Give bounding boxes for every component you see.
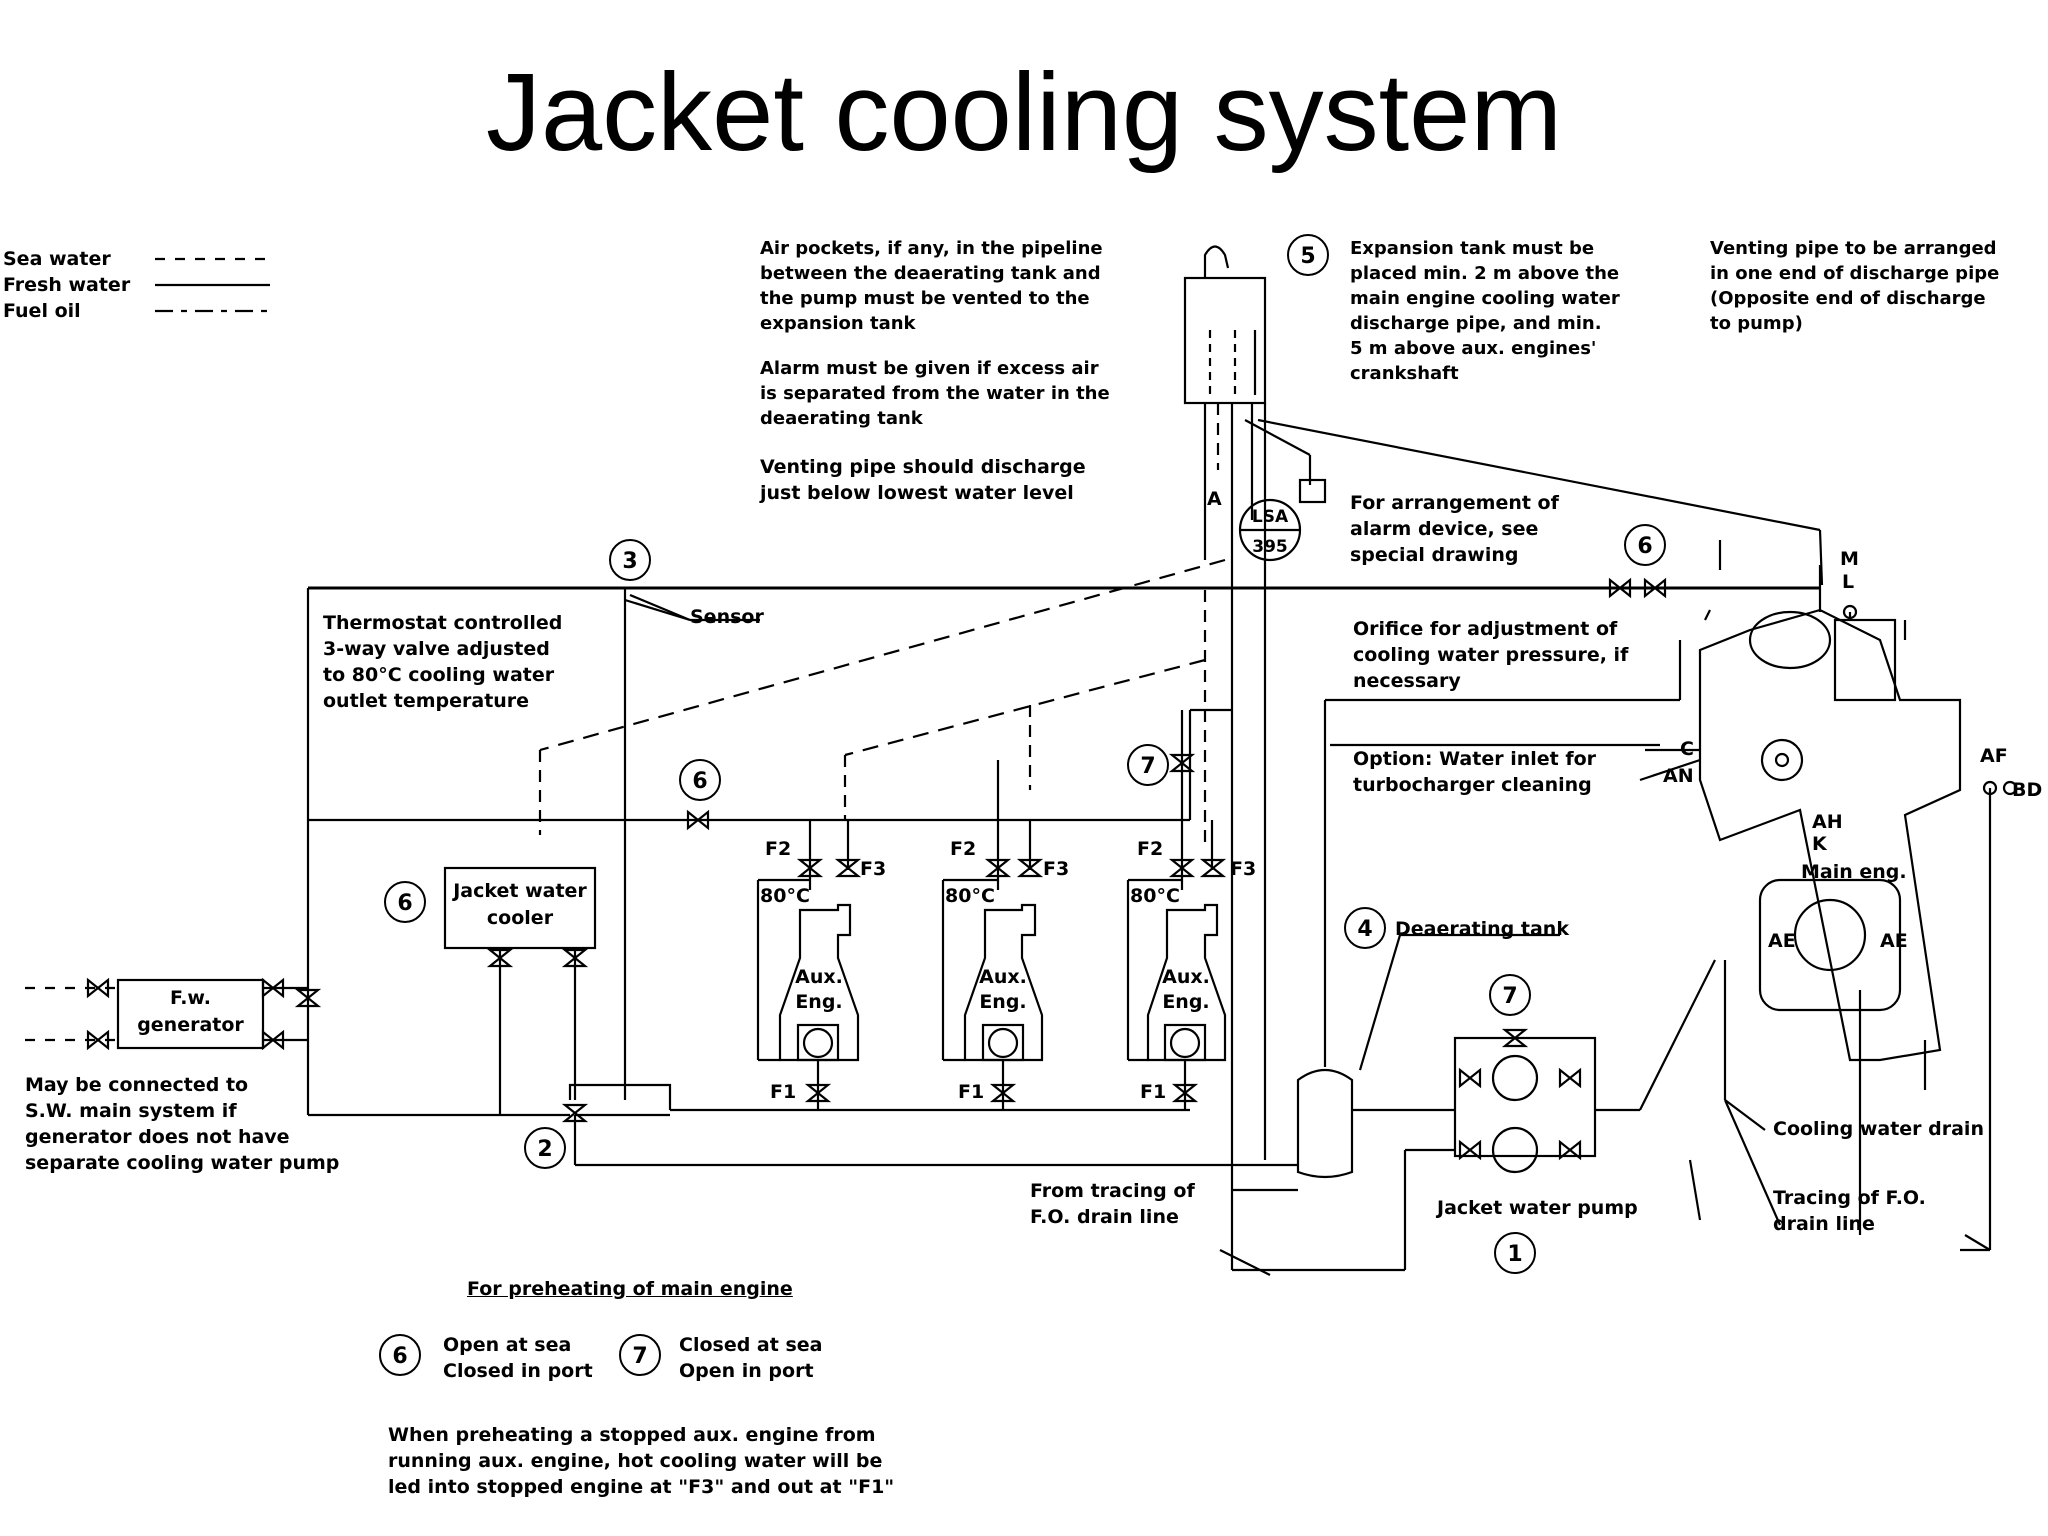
label-a: A [1207, 488, 1222, 510]
valves [86, 577, 1667, 1161]
label-c: C [1680, 738, 1694, 760]
note-alarm: Alarm must be given if excess air is sep… [760, 358, 1110, 429]
fw-generator [116, 978, 265, 1050]
label-temp-2: 80°C [945, 885, 995, 907]
aux-engine-1 [756, 820, 860, 1110]
marker-7-pump: 7 [1502, 984, 1517, 1009]
note-tracing-fo: Tracing of F.O. drain line [1773, 1187, 1926, 1235]
note-alarm-device: For arrangement of alarm device, see spe… [1350, 492, 1559, 566]
marker-4: 4 [1357, 917, 1372, 942]
note-expansion-tank: Expansion tank must be placed min. 2 m a… [1350, 238, 1620, 384]
lsa-label: LSA [1252, 507, 1289, 527]
label-temp-3: 80°C [1130, 885, 1180, 907]
note-venting-discharge: Venting pipe should discharge just below… [760, 456, 1086, 504]
label-f3-3: F3 [1230, 858, 1256, 880]
label-bd: BD [2012, 779, 2042, 801]
main-engine [1698, 540, 2018, 1062]
label-sensor: Sensor [690, 606, 764, 628]
expansion-tank-vent [1203, 245, 1230, 278]
label-af: AF [1980, 745, 2008, 767]
label-f3-1: F3 [860, 858, 886, 880]
label-cooling-water-drain: Cooling water drain [1773, 1118, 1984, 1140]
note-option-water: Option: Water inlet for turbocharger cle… [1353, 748, 1597, 796]
label-f2-3: F2 [1137, 838, 1163, 860]
lsa-number: 395 [1252, 537, 1288, 557]
marker-1: 1 [1507, 1242, 1522, 1267]
note-open-at-sea: Open at sea Closed in port [443, 1334, 593, 1382]
label-main-eng: Main eng. [1801, 861, 1907, 883]
legend-fuel-oil: Fuel oil [3, 300, 81, 322]
label-aux-eng-1: Aux. Eng. [795, 966, 843, 1013]
label-m: M [1840, 548, 1859, 570]
label-deaerating-tank: Deaerating tank [1395, 918, 1569, 940]
marker-6-legend: 6 [392, 1344, 407, 1369]
label-aux-eng-2: Aux. Eng. [979, 966, 1027, 1013]
label-l: L [1842, 571, 1854, 593]
label-ae-right: AE [1880, 930, 1908, 952]
note-closed-at-sea: Closed at sea Open in port [679, 1334, 823, 1382]
label-f2-1: F2 [765, 838, 791, 860]
label-f2-2: F2 [950, 838, 976, 860]
label-f1-2: F1 [958, 1081, 984, 1103]
jacket-water-cooler [443, 866, 597, 950]
marker-6-top: 6 [1637, 534, 1652, 559]
legend-sea-water: Sea water [3, 248, 111, 270]
marker-2: 2 [537, 1137, 552, 1162]
jacket-water-pumps [1232, 959, 1716, 1272]
note-preheating-aux: When preheating a stopped aux. engine fr… [388, 1424, 895, 1498]
note-preheating-title: For preheating of main engine [467, 1278, 793, 1300]
note-may-be-connected: May be connected to S.W. main system if … [25, 1074, 340, 1174]
label-fw-generator: F.w. generator [137, 987, 244, 1036]
note-air-pockets: Air pockets, if any, in the pipeline bet… [760, 238, 1103, 334]
label-f3-2: F3 [1043, 858, 1069, 880]
marker-7-legend: 7 [632, 1344, 647, 1369]
label-temp-1: 80°C [760, 885, 810, 907]
deaerating-tank [1296, 1068, 1354, 1179]
marker-3: 3 [622, 549, 637, 574]
label-k: K [1812, 833, 1828, 855]
note-venting-arranged: Venting pipe to be arranged in one end o… [1710, 238, 2000, 334]
label-f1-3: F1 [1140, 1081, 1166, 1103]
page-title: Jacket cooling system [486, 51, 1562, 174]
marker-5: 5 [1300, 244, 1315, 269]
label-jacket-water-cooler: Jacket water cooler [453, 880, 587, 929]
aux-engine-2 [941, 760, 1044, 1110]
expansion-tank [1183, 276, 1267, 405]
note-thermostat: Thermostat controlled 3-way valve adjust… [323, 612, 563, 712]
note-from-tracing: From tracing of F.O. drain line [1030, 1180, 1195, 1228]
legend-fresh-water: Fresh water [3, 274, 131, 296]
label-ah: AH [1812, 811, 1843, 833]
marker-7-aux: 7 [1140, 754, 1155, 779]
marker-6-mid: 6 [692, 769, 707, 794]
note-orifice: Orifice for adjustment of cooling water … [1353, 618, 1629, 692]
label-aux-eng-3: Aux. Eng. [1162, 966, 1210, 1013]
label-f1-1: F1 [770, 1081, 796, 1103]
label-an: AN [1663, 765, 1694, 787]
label-ae-left: AE [1768, 930, 1796, 952]
label-jacket-water-pump: Jacket water pump [1437, 1197, 1638, 1219]
marker-6-cooler: 6 [397, 891, 412, 916]
